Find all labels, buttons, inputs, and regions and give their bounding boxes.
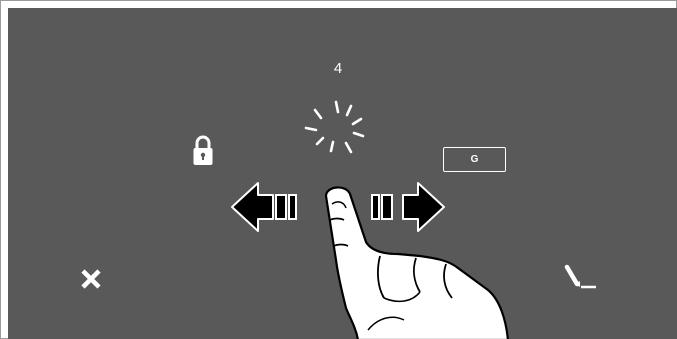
swipe-left-arrow-icon [228,179,308,235]
sparkle-burst-icon [293,94,383,176]
g-button[interactable]: G [443,147,506,172]
close-x-icon[interactable] [80,268,102,290]
pen-edit-icon[interactable] [563,264,601,292]
level-indicator: 4 [326,60,350,78]
pointing-finger-icon [308,180,548,339]
lock-icon[interactable] [192,134,214,167]
control-panel: 4 G [8,8,677,339]
